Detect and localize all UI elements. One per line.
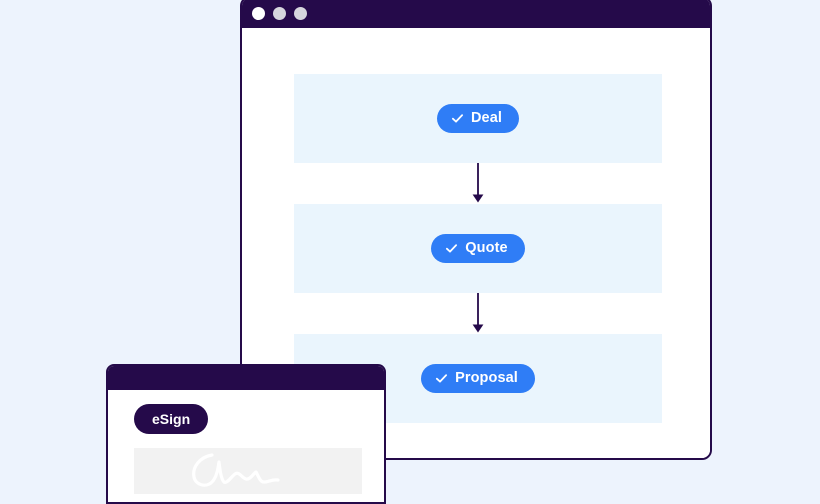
check-icon [435, 372, 448, 385]
esign-window: eSign [106, 364, 386, 504]
esign-titlebar [108, 366, 384, 390]
stage-chip-quote[interactable]: Quote [431, 233, 525, 264]
window-minimize-dot[interactable] [273, 6, 286, 20]
stage-chip-label: Deal [470, 109, 503, 126]
pipeline-stage-row: Deal [294, 74, 662, 163]
window-close-dot[interactable] [252, 6, 265, 20]
signature-stroke [192, 453, 280, 487]
signature-input-box[interactable] [134, 448, 362, 494]
esign-content: eSign [108, 390, 384, 502]
pipeline-connector-arrow [294, 163, 662, 204]
esign-badge[interactable]: eSign [134, 404, 209, 434]
esign-badge-label: eSign [152, 411, 191, 427]
check-icon [451, 112, 464, 125]
stage-chip-label: Proposal [455, 369, 518, 386]
stage-chip-label: Quote [465, 239, 508, 256]
stage-chip-deal[interactable]: Deal [436, 103, 520, 134]
deal-pipeline: Deal [294, 74, 662, 423]
window-titlebar [242, 0, 710, 28]
check-icon [445, 242, 458, 255]
pipeline-stage-row: Quote [294, 204, 662, 293]
pipeline-connector-arrow [294, 293, 662, 334]
stage-chip-proposal[interactable]: Proposal [421, 363, 535, 394]
window-maximize-dot[interactable] [294, 6, 307, 20]
